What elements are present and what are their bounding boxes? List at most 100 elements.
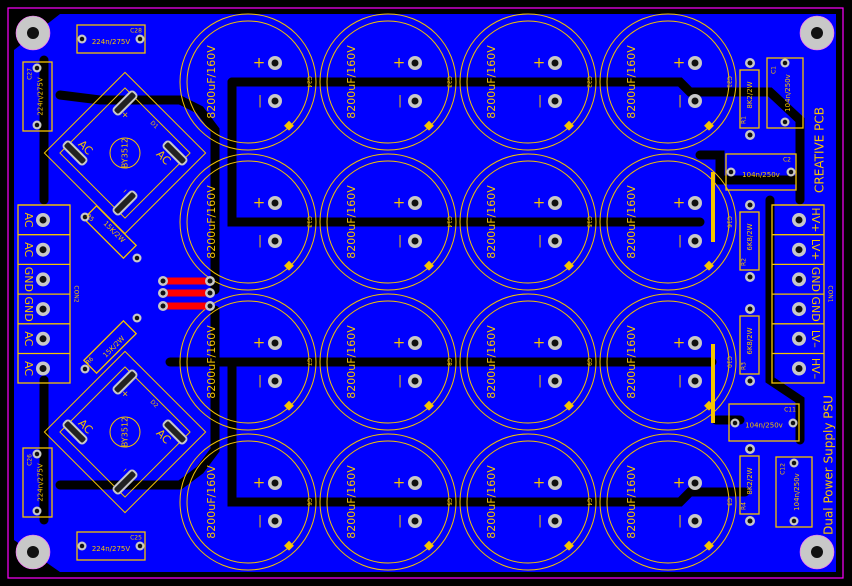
drill-hole	[747, 306, 753, 312]
drill-hole	[271, 377, 279, 385]
capacitor-value: 8200uF/160V	[345, 185, 358, 259]
capacitor-ref: C11	[784, 407, 796, 414]
plus-sign: +	[673, 334, 686, 352]
capacitor-ref: C25	[130, 535, 142, 542]
film-capacitor-outline	[725, 153, 797, 191]
minus-sign: |	[398, 94, 402, 108]
capacitor-value: 224n/275V	[92, 38, 131, 46]
resistor-value: 6K8/2W	[746, 223, 754, 250]
polarity-mark	[564, 540, 574, 551]
drill-hole	[791, 518, 797, 524]
bridge-center-mark	[109, 137, 141, 169]
drill-hole	[160, 278, 166, 284]
drill-hole	[795, 246, 803, 254]
drill-hole	[551, 377, 559, 385]
capacitor-value: 8200uF/160V	[205, 45, 218, 119]
connector-ref: CON1	[827, 285, 834, 302]
minus-sign: |	[258, 234, 262, 248]
drill-hole	[551, 237, 559, 245]
drill-hole	[82, 366, 88, 372]
capacitor-ref: C16	[726, 216, 733, 228]
terminal-label: AC	[22, 331, 35, 346]
drill-hole	[691, 479, 699, 487]
drill-hole	[39, 246, 47, 254]
drill-hole	[691, 339, 699, 347]
polarity-mark	[284, 260, 294, 271]
capacitor-outline-inner	[466, 20, 590, 144]
film-capacitor-outline	[728, 403, 800, 442]
drill-hole	[747, 202, 753, 208]
plus-sign: +	[533, 194, 546, 212]
film-capacitor-outline	[775, 456, 813, 528]
drill-hole	[411, 97, 419, 105]
resistor-outline	[82, 204, 138, 260]
drill-hole	[747, 132, 753, 138]
drill-hole	[551, 517, 559, 525]
drill-hole	[411, 377, 419, 385]
drill-hole	[411, 59, 419, 67]
minus-sign: |	[398, 234, 402, 248]
minus-sign: |	[678, 514, 682, 528]
polarity-mark	[564, 260, 574, 271]
plus-sign: +	[673, 474, 686, 492]
bridge-pad	[112, 90, 138, 116]
capacitor-ref: C23	[446, 76, 453, 88]
drill-hole	[747, 60, 753, 66]
polarity-mark	[424, 260, 434, 271]
drill-hole	[207, 303, 213, 309]
capacitor-outline	[319, 153, 457, 291]
capacitor-outline	[459, 13, 597, 151]
capacitor-ref: C1	[771, 66, 778, 74]
plus-sign: +	[393, 194, 406, 212]
terminal-label: AC	[22, 242, 35, 257]
capacitor-ref: C14	[446, 216, 453, 228]
minus-sign: |	[258, 94, 262, 108]
capacitor-value: 8200uF/160V	[205, 325, 218, 399]
drill-hole	[691, 199, 699, 207]
drill-hole	[788, 169, 794, 175]
capacitor-ref: C4	[586, 498, 593, 506]
resistor-outline	[739, 69, 760, 129]
capacitor-ref: C15	[586, 216, 593, 228]
bridge-ref: D2	[149, 399, 160, 410]
drill-hole	[134, 315, 140, 321]
resistor-value: 6K8/2W	[746, 327, 754, 354]
plus-sign: +	[533, 474, 546, 492]
capacitor-outline	[459, 433, 597, 571]
drill-hole	[747, 274, 753, 280]
minus-sign: |	[678, 234, 682, 248]
drill-hole	[411, 199, 419, 207]
capacitor-outline-inner	[606, 160, 730, 284]
capacitor-outline	[599, 293, 737, 431]
drill-hole	[551, 339, 559, 347]
capacitor-outline	[599, 153, 737, 291]
film-capacitor-outline	[22, 61, 53, 132]
capacitor-value: 224n/275V	[37, 77, 45, 116]
capacitor-ref: C3	[726, 498, 733, 506]
board-outline	[7, 7, 844, 579]
terminal-label: GND	[809, 267, 822, 292]
plus-sign: +	[533, 54, 546, 72]
drill-hole	[551, 199, 559, 207]
drill-hole	[691, 377, 699, 385]
terminal-label: GND	[809, 296, 822, 321]
resistor-outline	[82, 319, 138, 375]
capacitor-ref: C27	[27, 68, 34, 80]
capacitor-value: 8200uF/160V	[345, 45, 358, 119]
jumper-wire	[163, 302, 210, 310]
drill-hole	[691, 517, 699, 525]
drill-hole	[34, 122, 40, 128]
minus-sign: |	[538, 94, 542, 108]
mounting-hole-drill	[811, 27, 823, 39]
drill-hole	[551, 59, 559, 67]
bridge-outline-inner	[59, 87, 191, 219]
film-capacitor-outline	[22, 447, 53, 518]
capacitor-value: 8200uF/160V	[625, 325, 638, 399]
plus-sign: +	[253, 334, 266, 352]
polarity-mark	[284, 400, 294, 411]
mounting-hole-drill	[27, 27, 39, 39]
drill-hole	[411, 237, 419, 245]
capacitor-outline-inner	[326, 300, 450, 424]
drill-hole	[39, 335, 47, 343]
drill-hole	[271, 517, 279, 525]
